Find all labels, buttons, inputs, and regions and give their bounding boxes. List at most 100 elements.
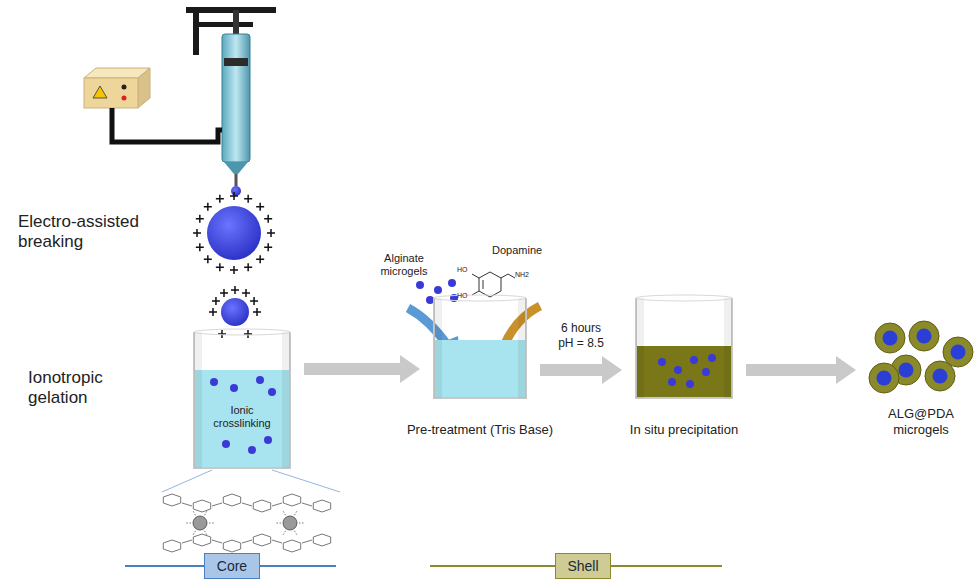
atom-label: NH2 xyxy=(515,271,541,279)
beaker: Pre-treatment (Tris Base) xyxy=(430,292,530,400)
sugar-ring xyxy=(253,500,270,512)
box-label: Core xyxy=(217,558,247,575)
plus-sign xyxy=(250,297,258,305)
coordination-bond xyxy=(193,510,196,515)
plus-sign xyxy=(196,243,204,251)
beaker-rim xyxy=(194,329,290,335)
plus-sign xyxy=(216,195,224,203)
beaker: In situ precipitation xyxy=(632,292,736,400)
plus-sign xyxy=(209,308,217,316)
microgel-dot xyxy=(668,378,676,386)
microgel-shell xyxy=(875,323,905,353)
microgel-dot xyxy=(268,388,276,396)
plunger xyxy=(224,58,248,66)
coordination-bond xyxy=(209,523,215,524)
stand-arm xyxy=(193,22,253,27)
microgel-dot xyxy=(708,354,716,362)
ingredient-label: Alginate microgels xyxy=(372,252,436,278)
plus-sign xyxy=(244,195,252,203)
plus-sign xyxy=(230,266,238,274)
plus-sign xyxy=(242,289,250,297)
atom-label: HO xyxy=(457,292,477,300)
plus-sign xyxy=(196,215,204,223)
step-label: Ionotropic gelation xyxy=(28,368,138,409)
bond xyxy=(501,274,515,278)
microgel-dot xyxy=(674,366,682,374)
microgel-dot xyxy=(210,378,218,386)
plus-sign xyxy=(204,203,212,211)
dopamine-molecule xyxy=(472,272,515,297)
plus-sign xyxy=(267,229,275,237)
beaker-glass xyxy=(636,298,732,398)
sugar-ring xyxy=(163,494,180,506)
calcium-ion xyxy=(283,516,297,530)
coordination-bond xyxy=(295,531,298,536)
wire xyxy=(112,108,222,142)
plus-sign xyxy=(264,215,272,223)
atom-label: HO xyxy=(457,266,477,274)
microgel-dot xyxy=(222,440,230,448)
sugar-ring xyxy=(163,540,180,552)
link-bond xyxy=(272,540,282,543)
plus-sign xyxy=(264,243,272,251)
plus-sign xyxy=(244,330,252,338)
plus-sign xyxy=(218,330,226,338)
plus-sign xyxy=(231,286,239,294)
bond xyxy=(472,291,479,295)
microgel-dot xyxy=(686,380,694,388)
glass-shade xyxy=(518,298,526,398)
microgel-core xyxy=(899,363,914,378)
power-supply xyxy=(84,68,150,108)
plus-sign xyxy=(212,297,220,305)
beaker-drawing xyxy=(430,292,530,400)
microgel-core xyxy=(883,331,898,346)
bond xyxy=(472,274,479,278)
link-bond xyxy=(302,503,312,506)
ingredient-label: Dopamine xyxy=(492,244,562,257)
plus-sign xyxy=(193,229,201,237)
link-bond xyxy=(242,540,252,543)
sugar-ring xyxy=(193,500,210,512)
liquid xyxy=(434,340,526,398)
coordination-bond xyxy=(205,531,208,536)
plus-sign xyxy=(220,289,228,297)
sugar-ring xyxy=(283,494,300,506)
microgel-shell xyxy=(925,361,955,391)
microgel-dot xyxy=(230,384,238,392)
coordination-bond xyxy=(193,531,196,536)
link-bond xyxy=(182,503,192,506)
link-bond xyxy=(212,503,222,506)
double-bond xyxy=(483,280,484,289)
plus-sign xyxy=(204,255,212,263)
beaker-glass xyxy=(194,332,290,468)
process-arrow xyxy=(540,356,622,384)
syringe-barrel xyxy=(222,34,250,162)
microgel-core xyxy=(917,329,932,344)
process-arrow xyxy=(304,355,420,383)
sugar-ring xyxy=(283,540,300,552)
alginate-structure xyxy=(162,470,340,552)
sugar-ring xyxy=(313,500,330,512)
edge-label: 6 hours pH = 8.5 xyxy=(552,321,610,350)
stage-caption: Pre-treatment (Tris Base) xyxy=(407,422,553,438)
beaker-rim xyxy=(636,295,732,301)
needle xyxy=(235,174,238,186)
microgel-core xyxy=(933,369,948,384)
plus-sign xyxy=(216,263,224,271)
glass-shade xyxy=(636,298,644,398)
link-bond xyxy=(302,540,312,543)
beaker-glass xyxy=(434,298,526,398)
plus-sign xyxy=(256,255,264,263)
beaker-drawing xyxy=(632,292,736,400)
microgel-cluster: ALG@PDA microgels xyxy=(866,318,976,448)
coordination-bond xyxy=(185,523,191,524)
microgel-dot xyxy=(416,281,424,289)
process-arrow xyxy=(746,356,856,384)
microgel-dot xyxy=(248,446,256,454)
warning-sign xyxy=(93,86,107,98)
link-bond xyxy=(212,540,222,543)
microgel-core xyxy=(951,345,966,360)
